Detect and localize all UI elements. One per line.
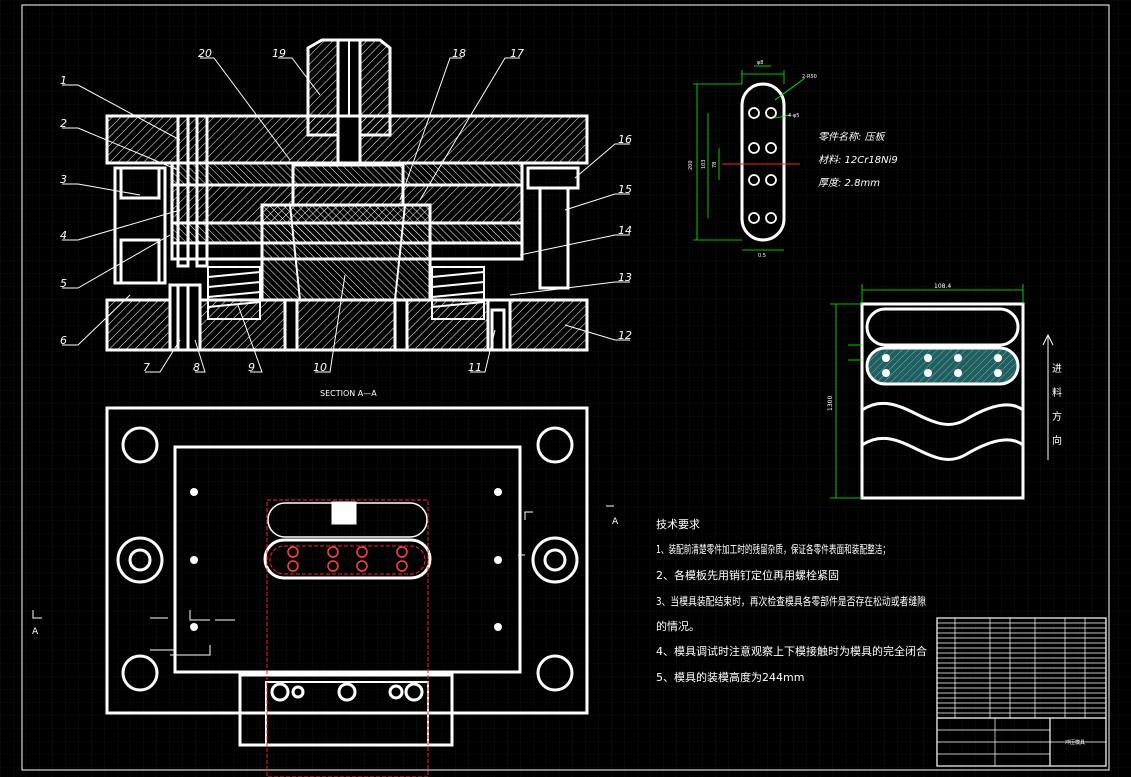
feed-direction-4: 向 (1052, 434, 1062, 447)
part-label-13: 13 (618, 271, 632, 284)
leader-lines (62, 57, 630, 373)
convex-concave-die (260, 203, 432, 302)
feed-direction-2: 料 (1052, 386, 1062, 399)
part-label-10: 10 (313, 361, 327, 374)
part-label-11: 11 (468, 361, 482, 374)
part-dim-r50: 2-R50 (802, 74, 817, 80)
part-label-7: 7 (143, 361, 150, 374)
part-label-20: 20 (198, 47, 212, 60)
part-dim-holes: 4-φ5 (788, 113, 799, 119)
strip-wave-2 (861, 437, 1024, 461)
part-label-6: 6 (60, 334, 67, 347)
feed-direction-3: 方 (1052, 410, 1062, 423)
part-thickness: 厚度: 2.8mm (818, 177, 880, 189)
plan-corner-marks (32, 505, 614, 656)
part-dim-103: 103 (701, 159, 707, 169)
strip-blank-hatched (865, 346, 1020, 386)
strip-wave-1 (861, 402, 1024, 426)
tech-item-1: 1、装配前清楚零件加工时的残留杂质，保证各零件表面和装配整洁； (656, 542, 890, 556)
feed-arrow (1042, 333, 1054, 460)
tech-item-2: 2、各模板先用销钉定位再用螺栓紧固 (656, 568, 839, 582)
section-label: SECTION A—A (320, 389, 377, 398)
part-label-18: 18 (452, 47, 466, 60)
tech-item-5: 5、模具的装模高度为244mm (656, 670, 804, 684)
plan-outer-plate (105, 406, 589, 715)
part-number-labels: 1 2 3 4 5 6 7 8 9 10 11 12 13 14 15 16 1… (60, 47, 632, 374)
plan-small-holes (190, 488, 502, 631)
part-label-5: 5 (60, 277, 67, 290)
technical-requirements: 技术要求 1、装配前清楚零件加工时的残留杂质，保证各零件表面和装配整洁； 2、各… (656, 518, 927, 684)
part-name: 零件名称: 压板 (818, 131, 887, 143)
part-label-16: 16 (618, 133, 632, 146)
plan-red-holes (287, 546, 408, 572)
part-dim-78: 78 (712, 162, 718, 168)
drawing-border (21, 4, 1110, 771)
title-block (936, 617, 1107, 767)
part-drawing: φ8 2-R50 4-φ5 200 103 78 0.5 零件名称: 压板 材料… (688, 60, 898, 259)
part-label-14: 14 (618, 224, 632, 237)
part-label-15: 15 (618, 183, 632, 196)
part-label-2: 2 (60, 117, 67, 130)
part-label-1: 1 (60, 74, 67, 87)
plan-strip-slot (263, 538, 432, 580)
title-block-drawing-name: 冲压模具 (1065, 739, 1085, 746)
part-label-19: 19 (272, 47, 286, 60)
strip-layout: 108.4 1300 进 料 方 向 (827, 283, 1062, 500)
tech-item-3b: 的情况。 (656, 619, 700, 633)
plan-inner-plate (173, 445, 522, 674)
strip-scrap-top (865, 307, 1020, 347)
part-material: 材料: 12Cr18Ni9 (818, 154, 898, 166)
strip-width-dim: 108.4 (934, 283, 951, 290)
part-outline (740, 82, 786, 242)
feed-direction-1: 进 (1052, 363, 1062, 375)
strip-frame (860, 302, 1025, 500)
part-label-17: 17 (510, 47, 524, 60)
plan-red-dashed (266, 499, 429, 777)
part-label-4: 4 (60, 229, 67, 242)
part-label-12: 12 (618, 329, 632, 342)
part-dim-phi8: φ8 (757, 60, 763, 66)
tech-title: 技术要求 (656, 518, 700, 531)
view-marker-right: A (612, 517, 619, 527)
plan-view (105, 406, 589, 747)
tech-item-3: 3、当模具装配结束时，再次检查模具各零部件是否存在松动或者缝隙 (656, 594, 926, 608)
part-label-9: 9 (248, 361, 255, 374)
part-label-3: 3 (60, 173, 67, 186)
tech-item-4: 4、模具调试时注意观察上下模接触时为模具的完全闭合 (656, 644, 927, 658)
part-dim-width: 0.5 (758, 253, 766, 259)
section-view (105, 38, 589, 352)
strip-height-dim: 1300 (827, 396, 834, 411)
view-marker-left: A (32, 627, 39, 637)
part-label-8: 8 (193, 361, 200, 374)
part-dim-200: 200 (688, 160, 694, 170)
